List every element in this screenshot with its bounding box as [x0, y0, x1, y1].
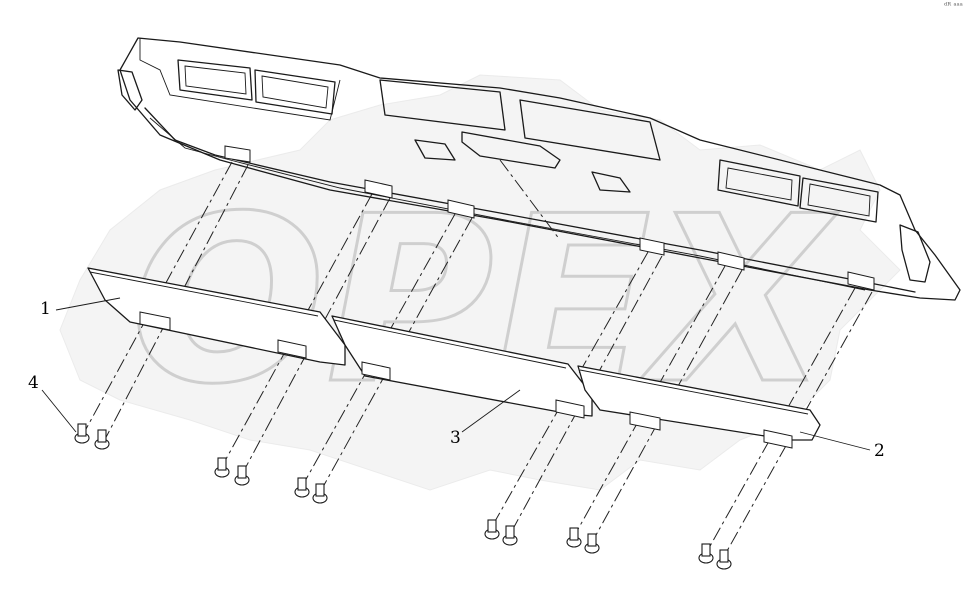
- screw-pair-2: [214, 457, 250, 486]
- screw-pair-4: [484, 519, 518, 546]
- callout-4: 4: [28, 373, 39, 393]
- screw-set: [74, 423, 732, 570]
- upper-housing: [117, 37, 961, 301]
- screw-pair-5: [566, 527, 600, 554]
- leader-lines: [41, 297, 871, 451]
- cover-panel-2: [577, 365, 821, 449]
- screw-pair-1: [74, 423, 110, 450]
- callout-3: 3: [450, 428, 461, 448]
- callout-2: 2: [874, 441, 885, 461]
- screw-pair-6: [698, 543, 732, 570]
- corner-mark: ᵈᴿ ᵃᵃᵃ: [944, 1, 963, 10]
- callout-1: 1: [40, 299, 51, 319]
- watermark-logo: [59, 74, 901, 491]
- screw-pair-3: [294, 477, 328, 504]
- cover-panel-1: [87, 267, 346, 366]
- cover-panel-3: [331, 315, 593, 419]
